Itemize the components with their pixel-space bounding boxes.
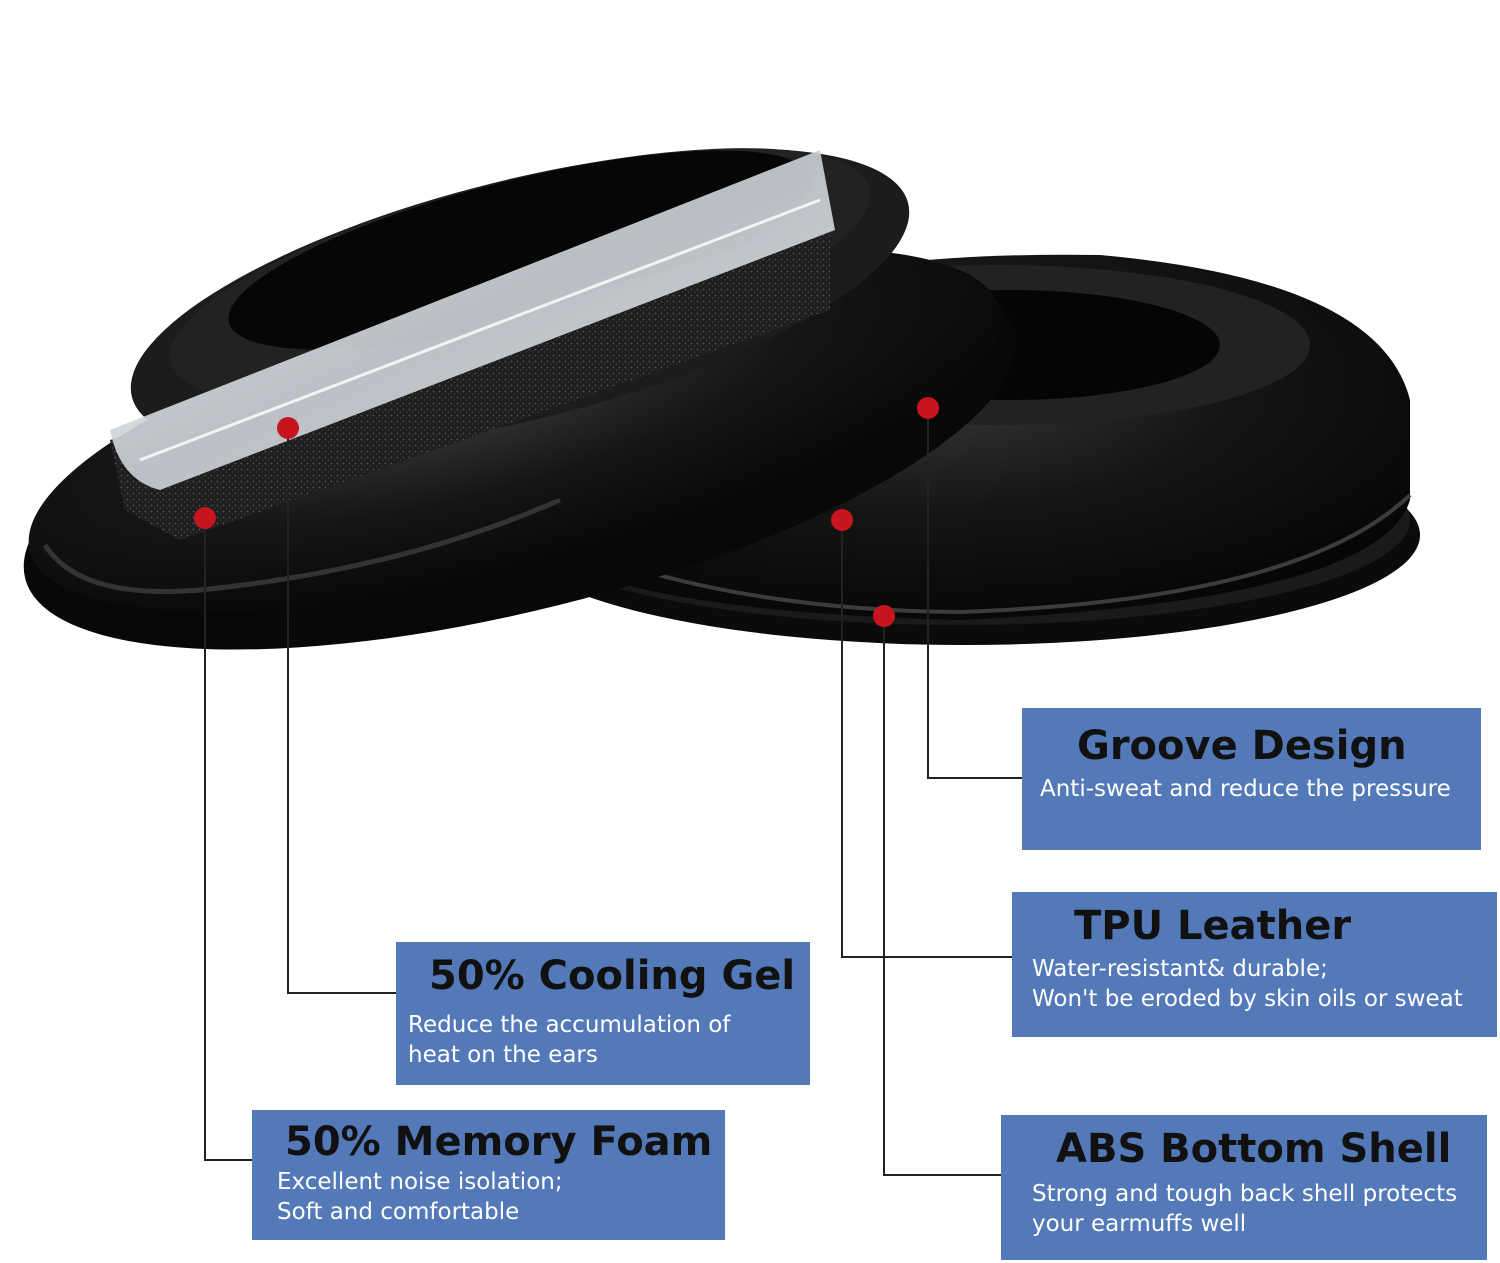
leader-lines — [204, 408, 1022, 1176]
markers — [194, 397, 939, 627]
marker-abs-dot — [873, 605, 895, 627]
abs-bottom-shell-title: ABS Bottom Shell — [1056, 1126, 1452, 1172]
marker-groove-dot — [917, 397, 939, 419]
cooling-gel-line-1: Reduce the accumulation of — [408, 1012, 731, 1038]
leader-groove — [927, 408, 1022, 779]
groove-design-description: Anti-sweat and reduce the pressure — [1040, 774, 1451, 804]
abs-bottom-shell-description: Strong and tough back shell protects you… — [1032, 1179, 1457, 1239]
tpu-leather-line-1: Water-resistant& durable; — [1032, 956, 1328, 982]
memory-foam-line-1: Excellent noise isolation; — [277, 1169, 563, 1195]
leader-abs — [883, 616, 1001, 1176]
tpu-leather-title: TPU Leather — [1074, 903, 1352, 949]
front-earpad — [23, 148, 1017, 650]
cooling-gel-line-2: heat on the ears — [408, 1042, 598, 1068]
cooling-gel-title: 50% Cooling Gel — [429, 953, 796, 999]
leader-gel — [287, 428, 396, 994]
tpu-leather-callout: TPU Leather Water-resistant& durable; Wo… — [1012, 892, 1497, 1037]
cooling-gel-description: Reduce the accumulation of heat on the e… — [408, 1010, 730, 1070]
leader-tpu — [841, 520, 1012, 958]
groove-design-title: Groove Design — [1077, 723, 1407, 769]
memory-foam-title: 50% Memory Foam — [285, 1119, 713, 1165]
memory-foam-line-2: Soft and comfortable — [277, 1199, 520, 1225]
marker-gel-dot — [277, 417, 299, 439]
abs-bottom-shell-line-1: Strong and tough back shell protects — [1032, 1181, 1458, 1207]
marker-tpu-dot — [831, 509, 853, 531]
marker-foam-dot — [194, 507, 216, 529]
memory-foam-callout: 50% Memory Foam Excellent noise isolatio… — [252, 1110, 725, 1240]
tpu-leather-description: Water-resistant& durable; Won't be erode… — [1032, 954, 1463, 1014]
memory-foam-description: Excellent noise isolation; Soft and comf… — [277, 1167, 563, 1227]
groove-design-callout: Groove Design Anti-sweat and reduce the … — [1022, 708, 1481, 850]
abs-bottom-shell-line-2: your earmuffs well — [1032, 1211, 1247, 1237]
groove-design-line-1: Anti-sweat and reduce the pressure — [1040, 776, 1451, 802]
cooling-gel-callout: 50% Cooling Gel Reduce the accumulation … — [396, 942, 810, 1085]
leader-foam — [204, 518, 252, 1161]
tpu-leather-line-2: Won't be eroded by skin oils or sweat — [1032, 986, 1463, 1012]
abs-bottom-shell-callout: ABS Bottom Shell Strong and tough back s… — [1001, 1115, 1487, 1260]
